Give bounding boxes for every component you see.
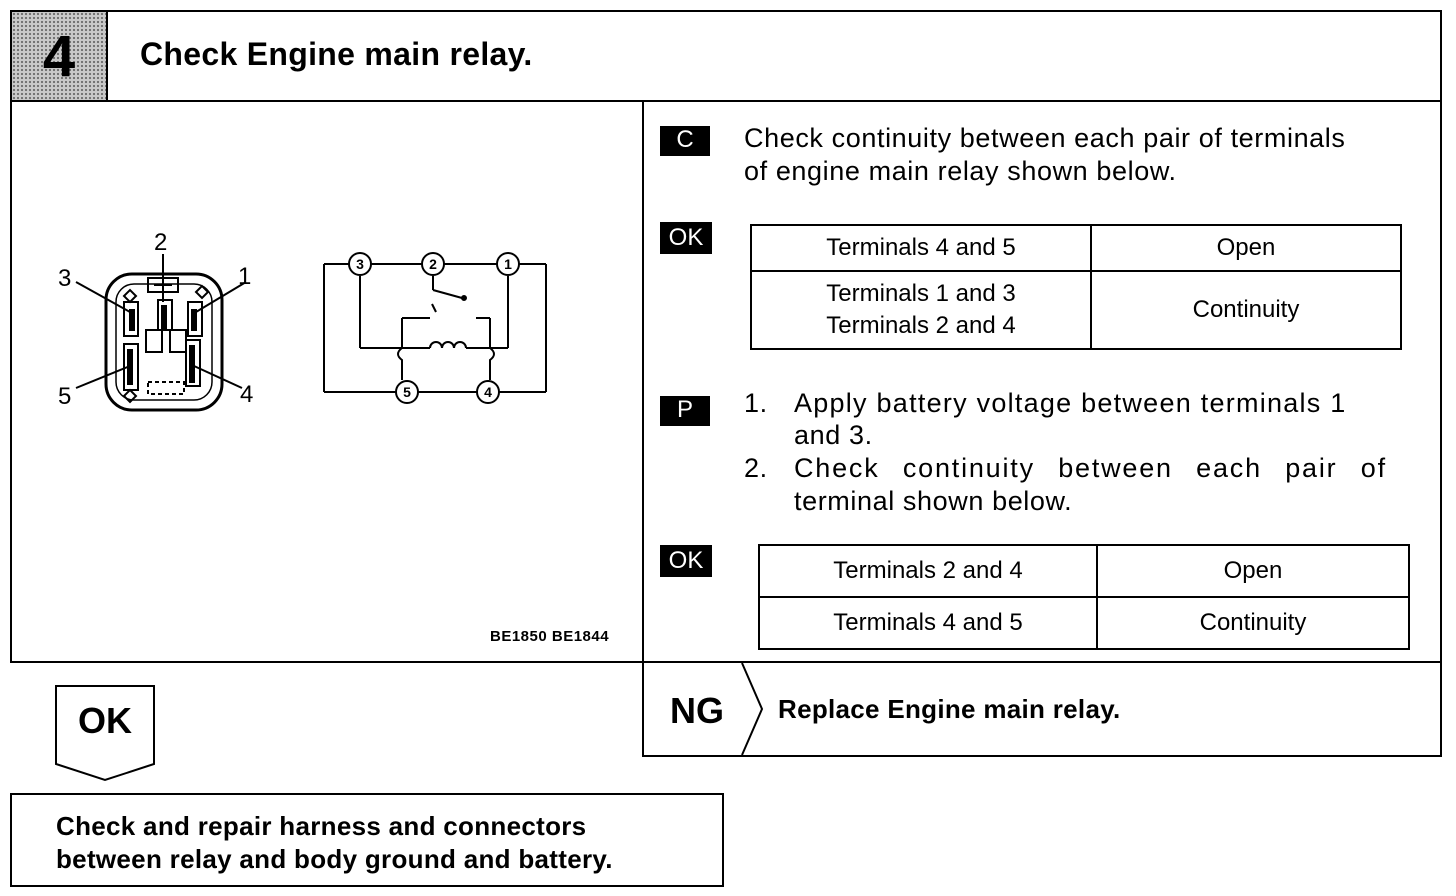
ok-action-box (10, 793, 724, 887)
table-cell-line: Terminals 1 and 3 (826, 280, 1016, 307)
table-cell: Continuity (1090, 270, 1402, 350)
connector-label-5: 5 (58, 383, 71, 410)
table-cell: Continuity (1096, 596, 1410, 650)
figure-code: BE1850 BE1844 (490, 628, 610, 645)
table-cell: Terminals 4 and 5 (750, 224, 1092, 272)
procedure-step2-number: 2. (744, 453, 768, 483)
relay-figure: 2 3 1 5 4 (58, 229, 547, 412)
table-cell: Open (1090, 224, 1402, 272)
connector-label-1: 1 (238, 263, 251, 290)
instructions-panel (642, 100, 1442, 663)
ok-label: OK (78, 700, 132, 741)
figure-panel (10, 100, 644, 663)
procedure-step2-line1: Check continuity between each pair of (794, 453, 1387, 483)
table-cell: Terminals 4 and 5 (758, 596, 1098, 650)
table-cell: Terminals 2 and 4 (758, 544, 1098, 598)
step-title: Check Engine main relay. (140, 36, 533, 72)
check-ok-tag: OK (660, 222, 712, 254)
ng-action: Replace Engine main relay. (778, 694, 1121, 724)
procedure-result-table: Terminals 2 and 4 Open Terminals 4 and 5… (758, 544, 1410, 650)
table-row: Terminals 1 and 3 Terminals 2 and 4 Cont… (750, 270, 1402, 350)
schematic-terminal-2: 2 (429, 256, 437, 272)
connector-label-3: 3 (58, 265, 71, 292)
ok-action-line1: Check and repair harness and connectors (56, 811, 587, 841)
table-row: Terminals 4 and 5 Continuity (758, 596, 1410, 650)
step-number: 4 (42, 23, 76, 89)
ng-result-box (642, 661, 1442, 757)
schematic-terminal-5: 5 (403, 384, 411, 400)
relay-schematic (323, 263, 547, 393)
procedure-tag: P (660, 396, 710, 426)
ng-label: NG (670, 690, 724, 731)
ok-action-line2: between relay and body ground and batter… (56, 844, 613, 874)
table-cell: Open (1096, 544, 1410, 598)
procedure-ok-tag: OK (660, 545, 712, 577)
step-number-box (10, 10, 108, 102)
check-result-table: Terminals 4 and 5 Open Terminals 1 and 3… (750, 224, 1402, 350)
table-row: Terminals 4 and 5 Open (750, 224, 1402, 272)
check-text-line2: of engine main relay shown below. (744, 156, 1177, 186)
schematic-terminal-3: 3 (356, 256, 364, 272)
table-cell: Terminals 1 and 3 Terminals 2 and 4 (750, 270, 1092, 350)
connector-label-4: 4 (240, 381, 253, 408)
ok-arrow-box (55, 685, 155, 782)
procedure-step1-line2: and 3. (794, 420, 873, 450)
schematic-terminal-4: 4 (484, 384, 492, 400)
table-cell-line: Terminals 2 and 4 (826, 312, 1016, 339)
connector-label-2: 2 (154, 229, 167, 256)
ng-chevron-icon (741, 662, 764, 756)
procedure-step1-number: 1. (744, 388, 768, 418)
check-text-line1: Check continuity between each pair of te… (744, 123, 1346, 153)
check-tag: C (660, 126, 710, 156)
schematic-terminal-1: 1 (504, 256, 512, 272)
procedure-step1-line1: Apply battery voltage between terminals … (794, 388, 1347, 418)
ok-action-text: Check and repair harness and connectors … (56, 810, 613, 876)
table-row: Terminals 2 and 4 Open (758, 544, 1410, 598)
procedure-step2-line2: terminal shown below. (794, 486, 1073, 516)
